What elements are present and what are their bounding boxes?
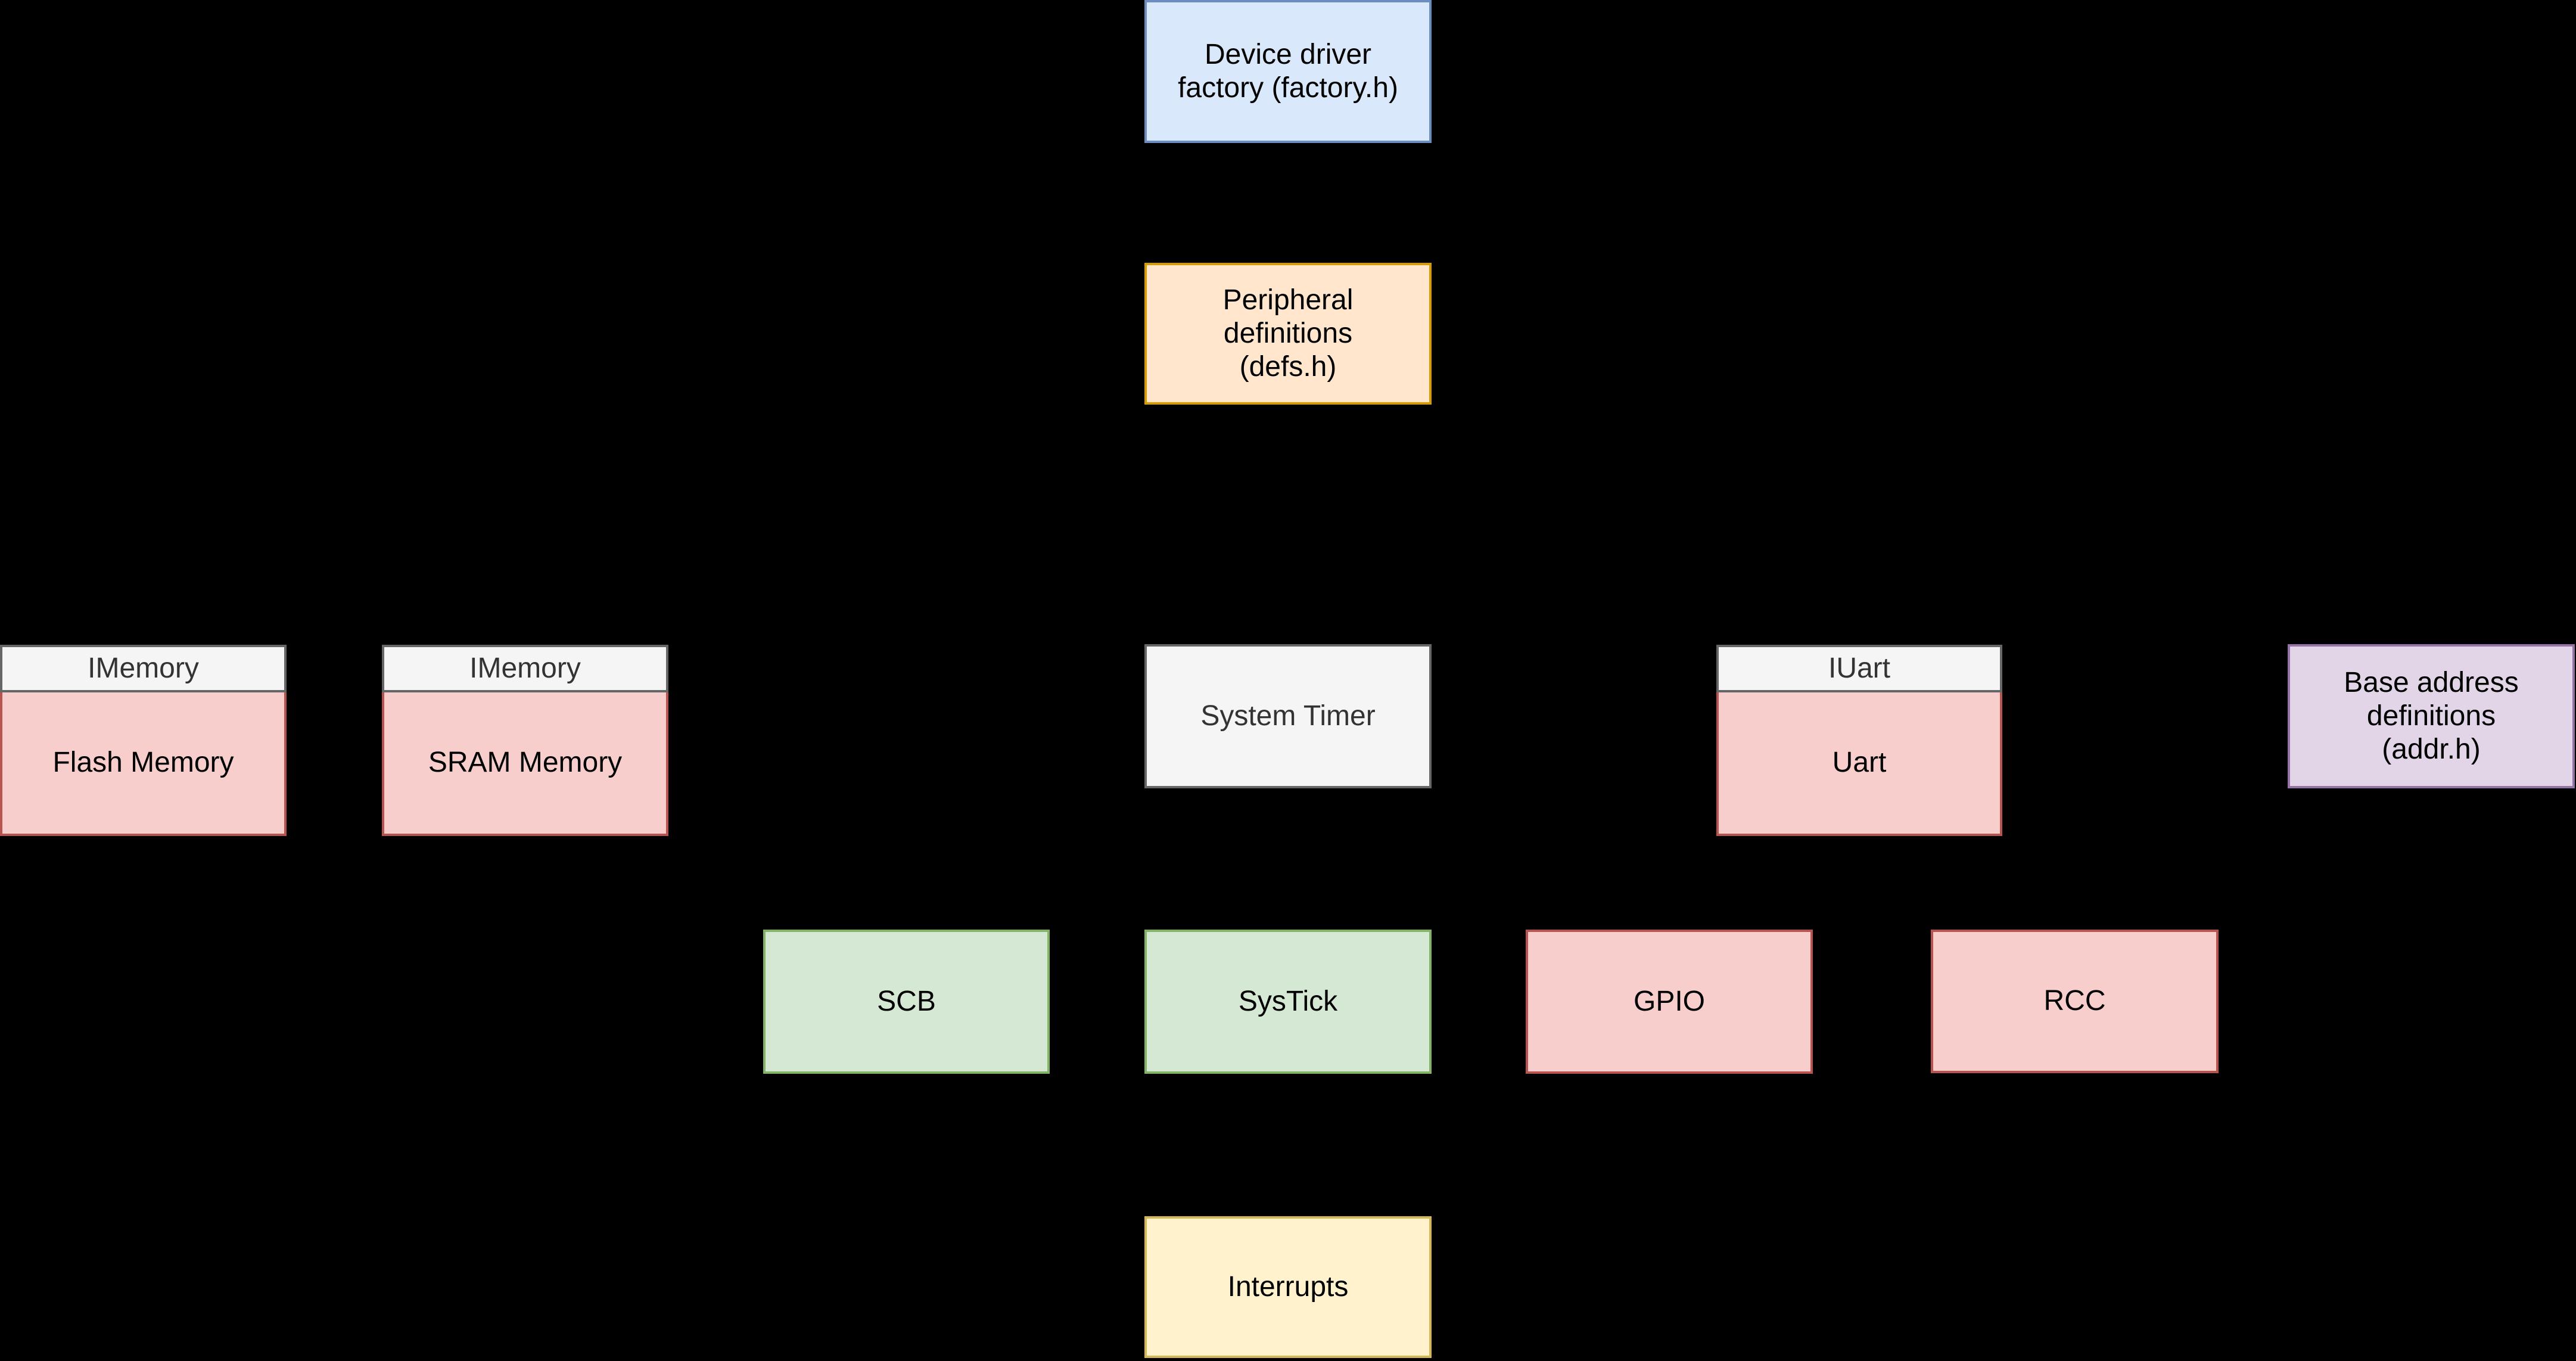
node-system-timer-label: System Timer <box>1200 700 1376 732</box>
node-interrupts-label: Interrupts <box>1227 1270 1349 1303</box>
node-device-driver-factory-label: Device driver factory (factory.h) <box>1178 38 1398 104</box>
node-sram-memory: IMemory SRAM Memory <box>382 645 668 836</box>
node-sram-memory-interface-header: IMemory <box>382 645 668 692</box>
node-interrupts: Interrupts <box>1144 1216 1432 1358</box>
node-flash-memory-body: Flash Memory <box>0 692 287 836</box>
node-flash-memory-label: Flash Memory <box>52 747 234 779</box>
node-uart-interface-label: IUart <box>1828 652 1890 684</box>
node-base-address-definitions-label: Base address definitions (addr.h) <box>2344 666 2519 766</box>
node-peripheral-definitions-label: Peripheral definitions (defs.h) <box>1222 284 1354 383</box>
node-systick-label: SysTick <box>1238 985 1338 1017</box>
node-rcc: RCC <box>1931 930 2219 1073</box>
node-sram-memory-label: SRAM Memory <box>428 747 623 779</box>
node-sram-memory-interface-label: IMemory <box>469 652 581 684</box>
node-gpio: GPIO <box>1526 930 1813 1074</box>
node-sram-memory-body: SRAM Memory <box>382 692 668 836</box>
node-uart-body: Uart <box>1716 692 2002 836</box>
node-systick: SysTick <box>1144 930 1432 1074</box>
node-device-driver-factory: Device driver factory (factory.h) <box>1144 0 1432 143</box>
node-uart: IUart Uart <box>1716 645 2002 836</box>
node-uart-label: Uart <box>1832 747 1887 779</box>
node-flash-memory-interface-header: IMemory <box>0 645 287 692</box>
node-base-address-definitions: Base address definitions (addr.h) <box>2288 644 2575 788</box>
node-peripheral-definitions: Peripheral definitions (defs.h) <box>1144 263 1432 405</box>
node-system-timer: System Timer <box>1144 644 1432 788</box>
node-scb: SCB <box>763 930 1050 1074</box>
node-rcc-label: RCC <box>2043 985 2106 1017</box>
node-scb-label: SCB <box>877 985 936 1017</box>
node-flash-memory: IMemory Flash Memory <box>0 645 287 836</box>
node-uart-interface-header: IUart <box>1716 645 2002 692</box>
node-flash-memory-interface-label: IMemory <box>88 652 199 684</box>
node-gpio-label: GPIO <box>1633 985 1706 1017</box>
